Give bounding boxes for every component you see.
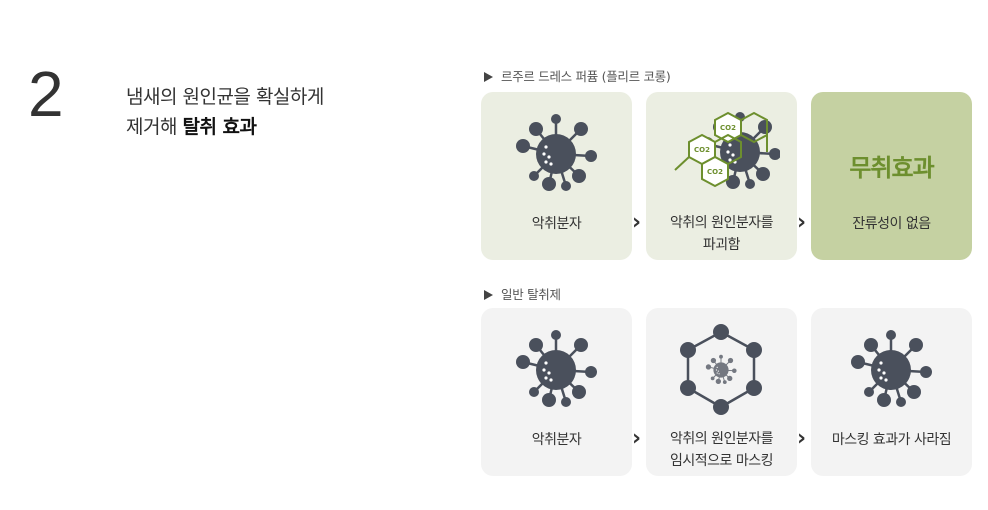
label-line2: 임시적으로 마스킹 <box>670 453 774 469</box>
heading: 냄새의 원인균을 확실하게 제거해 탈취 효과 <box>126 82 324 142</box>
co2-label: CO2 <box>694 146 710 154</box>
masked-virus-icon <box>680 324 762 415</box>
card-odorless: 무취효과 잔류성이 없음 <box>811 92 972 260</box>
section2-title: 일반 탈취제 <box>484 284 561 303</box>
label-line1: 악취의 원인분자를 <box>670 215 774 231</box>
card-odor-molecule: 악취분자 <box>481 308 632 476</box>
card-label: 악취분자 <box>531 216 582 232</box>
virus-icon <box>514 328 599 409</box>
molecule-destroy-icon: CO2 CO2 CO2 <box>674 110 780 191</box>
co2-label: CO2 <box>707 168 723 176</box>
label-line1: 악취의 원인분자를 <box>670 431 774 447</box>
step-number: 2 <box>28 58 64 130</box>
odorless-title: 무취효과 <box>849 154 934 182</box>
card-masking-gone: 마스킹 효과가 사라짐 <box>811 308 972 476</box>
card-label: 마스킹 효과가 사라짐 <box>831 432 952 448</box>
co2-label: CO2 <box>720 124 736 132</box>
card-odor-molecule: 악취분자 <box>481 92 632 260</box>
chevron-right-icon: › <box>632 426 642 451</box>
chevron-right-icon: › <box>797 210 807 235</box>
card-label: 악취분자 <box>531 432 582 448</box>
section1-title-text: 르주르 드레스 퍼퓸 (플리르 코롱) <box>501 69 671 84</box>
heading-line1: 냄새의 원인균을 확실하게 <box>126 86 324 108</box>
chevron-right-icon: › <box>632 210 642 235</box>
section1-title: 르주르 드레스 퍼퓸 (플리르 코롱) <box>484 66 671 85</box>
section2-title-text: 일반 탈취제 <box>501 287 561 302</box>
virus-icon <box>514 112 599 193</box>
label-line2: 파괴함 <box>702 237 741 253</box>
heading-prefix: 제거해 <box>126 116 183 138</box>
play-triangle-icon <box>484 72 493 82</box>
virus-icon <box>849 328 934 409</box>
chevron-right-icon: › <box>797 426 807 451</box>
heading-line2: 제거해 탈취 효과 <box>126 112 324 142</box>
heading-bold: 탈취 효과 <box>182 116 257 138</box>
play-triangle-icon <box>484 290 493 300</box>
card-label: 잔류성이 없음 <box>852 216 931 232</box>
